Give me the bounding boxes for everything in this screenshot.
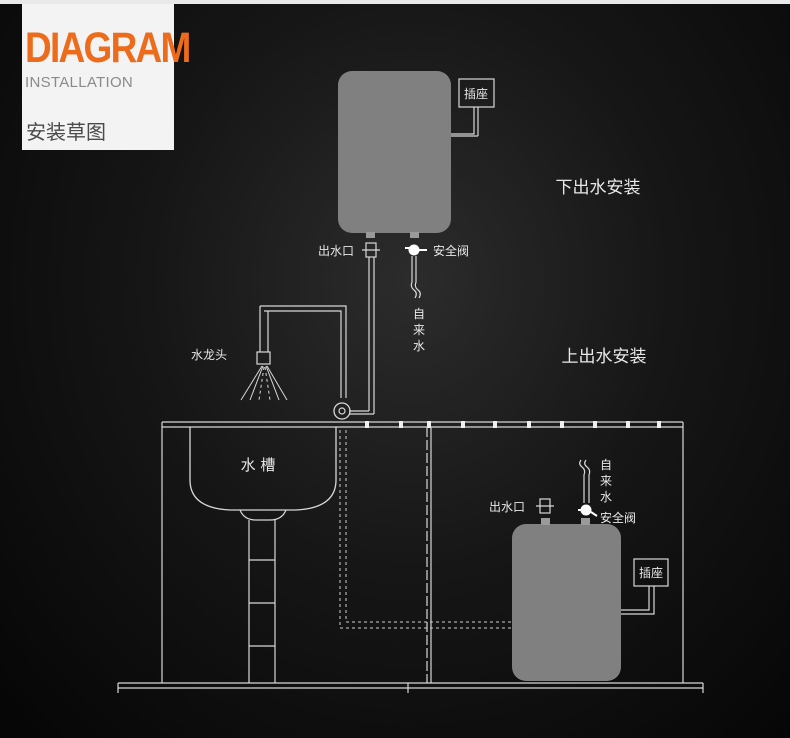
faucet-spout-inner xyxy=(264,310,342,398)
lower-valve-arm xyxy=(590,511,598,517)
lower-power-cord xyxy=(621,586,650,611)
sink-basin xyxy=(189,427,337,511)
drain-pipe-joints xyxy=(249,559,275,647)
hidden-pipe-outer xyxy=(339,430,512,629)
upper-socket-label: 插座 xyxy=(464,86,488,101)
upper-heater-body xyxy=(338,71,451,233)
header-title: DIAGRAM xyxy=(25,24,191,72)
faucet-water-spray xyxy=(240,365,288,401)
upper-supply-char-2: 来 xyxy=(413,323,425,337)
upper-socket-box xyxy=(458,78,495,108)
sink-label: 水 槽 xyxy=(241,456,276,474)
top-border xyxy=(0,0,790,4)
lower-power-cord-2 xyxy=(621,586,655,615)
sink-drain xyxy=(239,509,287,521)
lower-heater-outlet-stub xyxy=(541,518,550,525)
lower-supply-char-2: 来 xyxy=(600,474,612,488)
lower-outlet-label: 出水口 xyxy=(489,500,525,514)
upper-outlet-label: 出水口 xyxy=(318,244,354,258)
header-subtitle: INSTALLATION xyxy=(25,74,134,91)
lower-socket-box xyxy=(633,558,669,587)
lower-heater-body xyxy=(512,524,621,681)
faucet-label: 水龙头 xyxy=(191,348,227,362)
upper-heater-inlet-stub xyxy=(410,232,419,238)
upper-supply-pipe xyxy=(410,256,417,299)
hidden-pipe-inner xyxy=(345,430,512,623)
upper-supply-char-3: 水 xyxy=(413,339,425,353)
lower-valve-label: 安全阀 xyxy=(600,510,636,525)
lower-supply-char-3: 水 xyxy=(600,490,612,504)
faucet-head xyxy=(256,351,271,365)
lower-supply-pipe-2 xyxy=(584,459,591,503)
bottom-outlet-section-title: 下出水安装 xyxy=(556,178,641,198)
upper-heater-outlet-stub xyxy=(366,232,375,238)
lower-supply-pipe xyxy=(579,459,586,503)
lower-socket-label: 插座 xyxy=(639,565,663,580)
upper-supply-pipe-2 xyxy=(414,256,421,299)
faucet-base xyxy=(333,402,351,420)
countertop-markers xyxy=(365,421,661,428)
lower-safety-valve xyxy=(580,504,592,516)
upper-valve-label: 安全阀 xyxy=(433,243,469,258)
upper-power-cord xyxy=(451,107,475,135)
header-cn-title: 安装草图 xyxy=(26,120,106,144)
faucet-base-inner xyxy=(338,407,346,415)
lower-heater-inlet-stub xyxy=(581,518,590,525)
faucet-spout-outer xyxy=(260,305,347,398)
lower-supply-char-1: 自 xyxy=(600,458,612,472)
header-card: DIAGRAM INSTALLATION 安装草图 xyxy=(22,4,191,150)
upper-supply-char-1: 自 xyxy=(413,307,425,321)
upper-safety-valve xyxy=(408,244,420,256)
top-outlet-section-title: 上出水安装 xyxy=(562,347,647,367)
